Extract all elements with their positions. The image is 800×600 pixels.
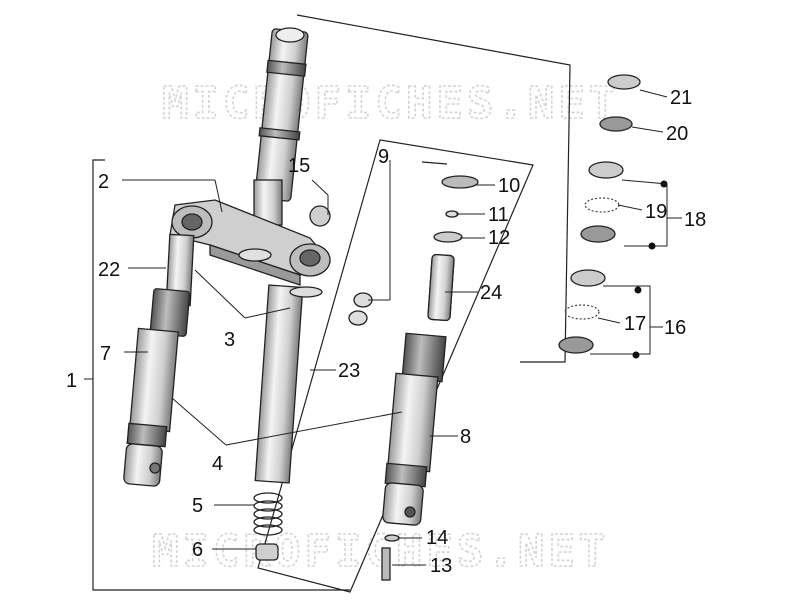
frame-1 (92, 159, 350, 591)
frames (92, 14, 571, 593)
frame-9-inner (421, 161, 448, 165)
leader-lines (84, 89, 682, 566)
callout-24: 24 (480, 282, 502, 304)
steering-tube (253, 27, 309, 226)
bushing (255, 543, 279, 561)
frame-steering-tube (296, 14, 571, 363)
callout-16: 16 (664, 317, 686, 339)
callout-22: 22 (98, 259, 120, 281)
callout-13: 13 (430, 555, 452, 577)
callout-1: 1 (66, 370, 77, 392)
callout-17: 17 (624, 313, 646, 335)
inner-tube-top (289, 286, 323, 298)
callout-15: 15 (288, 155, 310, 177)
watermark-top: MICROFICHES.NET (162, 78, 619, 129)
bearing-stack (558, 74, 641, 354)
callout-2: 2 (98, 171, 109, 193)
spring (253, 492, 283, 536)
callout-6: 6 (192, 539, 203, 561)
callout-8: 8 (460, 426, 471, 448)
frame-9 (257, 139, 534, 593)
watermark-bottom: MICROFICHES.NET (152, 526, 609, 577)
callout-18: 18 (684, 209, 706, 231)
callout-23: 23 (338, 360, 360, 382)
left-fork-leg (123, 233, 195, 487)
callout-4: 4 (212, 453, 223, 475)
clamp-bolts (309, 205, 373, 326)
inner-tube (254, 284, 304, 484)
triple-clamp (169, 199, 332, 286)
callout-12: 12 (488, 227, 510, 249)
callout-20: 20 (666, 123, 688, 145)
callout-9: 9 (378, 146, 389, 168)
callout-dots (632, 180, 668, 359)
callout-10: 10 (498, 175, 520, 197)
callout-7: 7 (100, 343, 111, 365)
callout-14: 14 (426, 527, 448, 549)
callout-labels: 1 2 3 4 5 6 7 8 9 10 11 12 13 14 15 16 1… (66, 87, 706, 577)
callout-11: 11 (488, 204, 509, 226)
callout-3: 3 (224, 329, 235, 351)
callout-21: 21 (670, 87, 692, 109)
callout-5: 5 (192, 495, 203, 517)
callout-19: 19 (645, 201, 667, 223)
